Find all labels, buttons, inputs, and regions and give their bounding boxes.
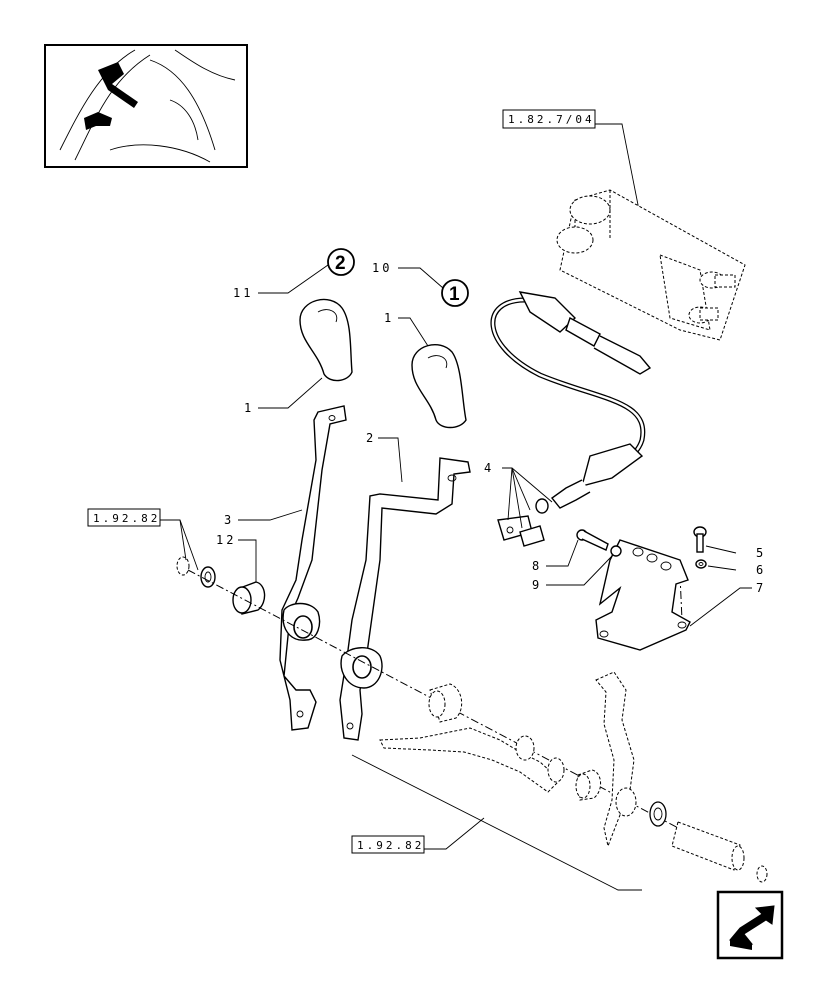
callout-11: 11 bbox=[233, 286, 253, 300]
location-thumbnail bbox=[44, 44, 248, 168]
callout-1a: 1 bbox=[244, 401, 254, 415]
callout-7: 7 bbox=[756, 581, 766, 595]
callout-5: 5 bbox=[756, 546, 766, 560]
callout-2: 2 bbox=[366, 431, 376, 445]
washers-left bbox=[176, 556, 216, 588]
callout-12: 12 bbox=[216, 533, 236, 547]
lever-reference-bottom[interactable]: 1.92.82 bbox=[351, 754, 642, 891]
callout-10: 10 bbox=[372, 261, 392, 275]
nut-9 bbox=[610, 545, 622, 557]
clevis-4 bbox=[497, 515, 545, 547]
knob-right bbox=[411, 344, 467, 429]
bracket-7 bbox=[595, 539, 691, 651]
knob-left bbox=[299, 298, 353, 382]
bolt-5 bbox=[693, 526, 707, 553]
valve-reference-label: 1.82.7/04 bbox=[508, 113, 595, 126]
callout-labels: 11 10 1 1 2 3 12 4 8 9 5 6 7 bbox=[216, 261, 766, 595]
callout-6: 6 bbox=[756, 563, 766, 577]
callout-8: 8 bbox=[532, 559, 542, 573]
valve-reference[interactable]: 1.82.7/04 bbox=[502, 109, 641, 216]
callout-4: 4 bbox=[484, 461, 494, 475]
lever-reference-bottom-label: 1.92.82 bbox=[357, 839, 424, 852]
callout-leaders bbox=[238, 264, 752, 627]
lever-3 bbox=[279, 405, 347, 731]
bushing-12 bbox=[232, 581, 266, 615]
lever-2 bbox=[339, 457, 471, 741]
lever-highlight-icon bbox=[98, 62, 138, 108]
lever-reference-top-label: 1.92.82 bbox=[93, 512, 160, 525]
callout-9: 9 bbox=[532, 578, 542, 592]
kit-badge-2-label: 2 bbox=[335, 253, 346, 274]
kit-badge-1: 1 bbox=[441, 279, 469, 307]
kit-badge-2: 2 bbox=[327, 248, 355, 276]
ghost-linkage bbox=[379, 671, 768, 883]
kit-badge-1-label: 1 bbox=[449, 284, 460, 305]
callout-1b: 1 bbox=[384, 311, 394, 325]
lever-reference-top[interactable]: 1.92.82 bbox=[87, 508, 199, 571]
washer-6 bbox=[695, 559, 707, 569]
control-valve bbox=[556, 189, 746, 341]
bolt-8 bbox=[576, 529, 609, 551]
lever-highlight-icon bbox=[84, 112, 112, 130]
next-page-arrow-icon[interactable] bbox=[716, 890, 784, 960]
cable bbox=[490, 291, 652, 514]
callout-3: 3 bbox=[224, 513, 234, 527]
